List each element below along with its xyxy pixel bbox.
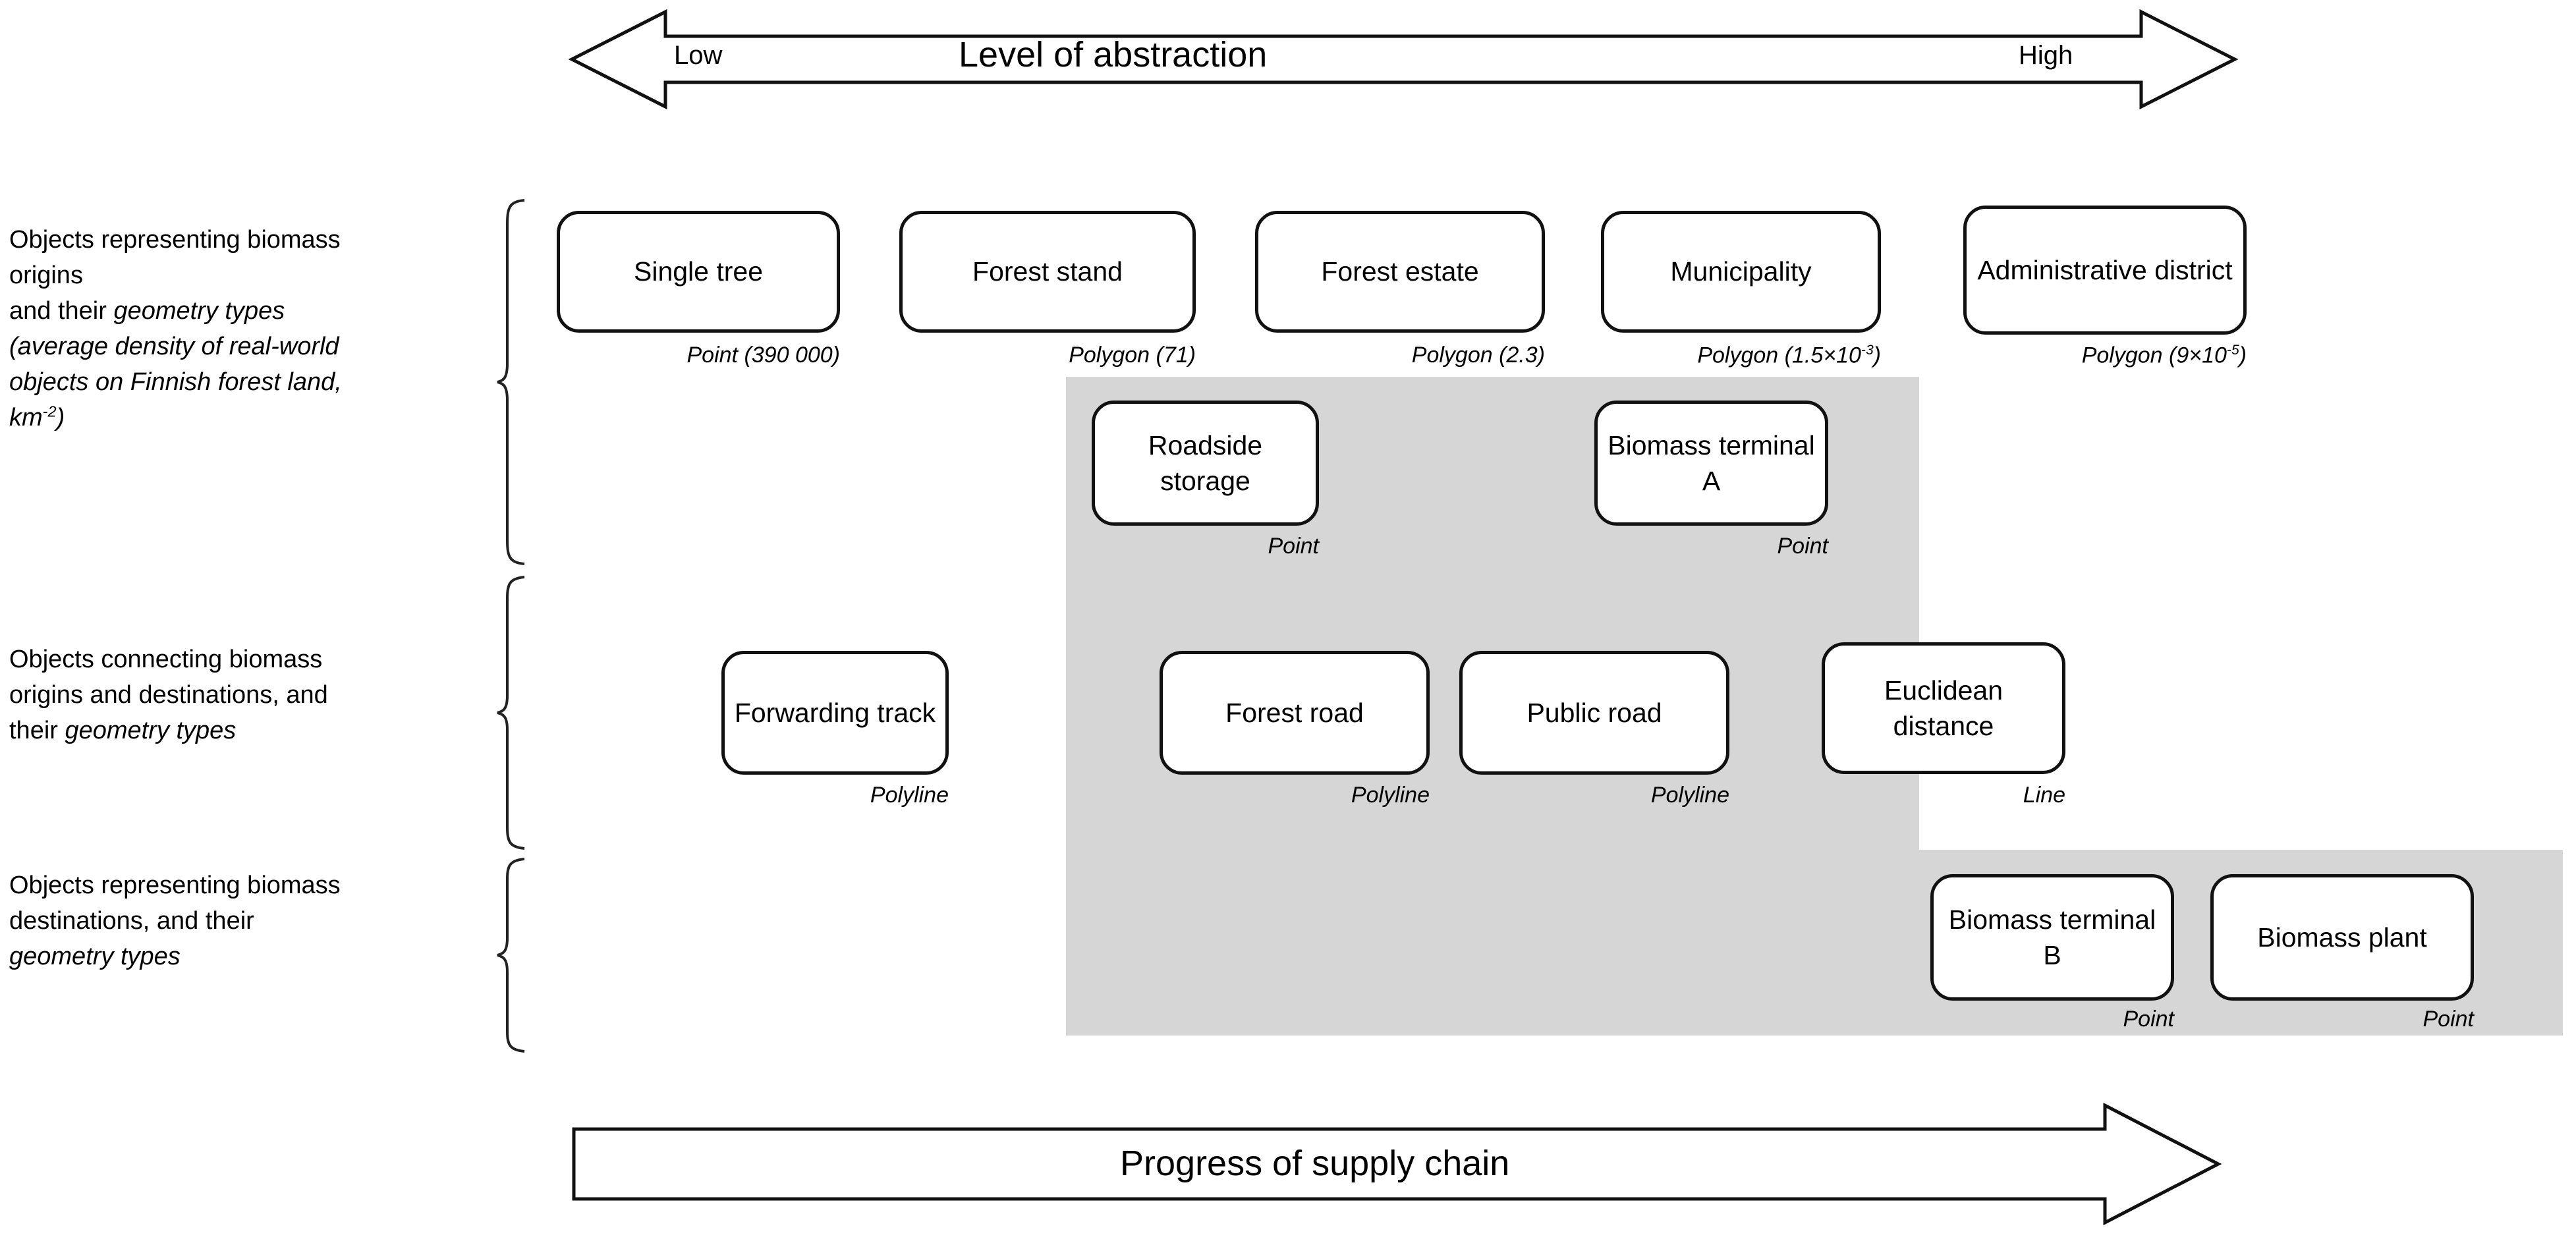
brace-origins (497, 199, 525, 565)
supply-chain-title: Progress of supply chain (1120, 1144, 1510, 1183)
geom-roadside-storage: Point (1268, 534, 1320, 559)
row-label-connectors: Objects connecting biomass origins and d… (9, 642, 484, 749)
row-label-destinations-line2: destinations, and their (9, 906, 254, 935)
abstraction-high-label: High (2019, 41, 2073, 70)
node-forest-stand[interactable]: Forest stand (899, 211, 1196, 333)
geom-biomass-plant: Point (2422, 1007, 2475, 1032)
node-municipality[interactable]: Municipality (1601, 211, 1881, 333)
geom-administrative-district: Polygon (9×10-5) (1947, 343, 2247, 368)
row-label-connectors-line1: Objects connecting biomass (9, 646, 323, 673)
node-biomass-terminal-a[interactable]: Biomass terminal A (1594, 401, 1828, 526)
row-label-destinations-line1: Objects representing biomass (9, 872, 341, 899)
geom-biomass-terminal-b: Point (2123, 1007, 2175, 1032)
geom-admin-tail: ) (2239, 343, 2247, 368)
node-roadside-storage[interactable]: Roadside storage (1092, 401, 1319, 526)
geom-admin-base: Polygon (9×10 (2081, 343, 2227, 368)
node-forest-estate[interactable]: Forest estate (1255, 211, 1545, 333)
row-label-origins-line2: origins (9, 261, 83, 289)
row-label-origins-line5: objects on Finnish forest land, (9, 368, 342, 396)
geom-public-road: Polyline (1650, 783, 1729, 808)
row-label-connectors-line3: their geometry types (9, 716, 237, 744)
geom-forest-stand: Polygon (71) (1069, 343, 1196, 368)
row-label-origins-line6: km-2) (9, 402, 65, 431)
row-label-origins-line3: and their geometry types (9, 296, 285, 325)
geom-forest-road: Polyline (1351, 783, 1430, 808)
node-biomass-plant[interactable]: Biomass plant (2210, 874, 2474, 1001)
brace-connectors (497, 576, 525, 850)
node-single-tree[interactable]: Single tree (557, 211, 840, 333)
row-label-destinations: Objects representing biomass destination… (9, 868, 484, 975)
abstraction-low-label: Low (674, 41, 723, 70)
row-label-origins: Objects representing biomass origins and… (9, 223, 484, 436)
geom-municipality-tail: ) (1873, 343, 1881, 368)
geom-municipality-exponent: -3 (1861, 343, 1874, 358)
geom-single-tree: Point (390 000) (686, 343, 841, 368)
node-euclidean-distance[interactable]: Euclidean distance (1822, 642, 2065, 774)
row-label-origins-line4: (average density of real-world (9, 332, 339, 360)
geom-admin-exponent: -5 (2226, 343, 2239, 358)
geom-municipality: Polygon (1.5×10-3) (1581, 343, 1881, 368)
row-label-destinations-italic: geometry types (9, 942, 181, 970)
geom-euclidean-distance: Line (2023, 783, 2065, 808)
node-public-road[interactable]: Public road (1459, 651, 1729, 775)
progress-of-supply-chain-arrow (572, 1102, 2222, 1226)
node-forest-road[interactable]: Forest road (1160, 651, 1430, 775)
row-label-connectors-line2: origins and destinations, and (9, 680, 328, 709)
brace-destinations (497, 858, 525, 1053)
row-label-connectors-italic: geometry types (65, 716, 237, 744)
geom-forwarding-track: Polyline (870, 783, 949, 808)
node-forwarding-track[interactable]: Forwarding track (721, 651, 949, 775)
geom-biomass-terminal-a: Point (1777, 534, 1829, 559)
row-label-origins-line1: Objects representing biomass (9, 226, 341, 254)
geom-municipality-base: Polygon (1.5×10 (1697, 343, 1861, 368)
level-of-abstraction-arrow (568, 9, 2239, 110)
node-biomass-terminal-b[interactable]: Biomass terminal B (1930, 874, 2174, 1001)
node-administrative-district[interactable]: Administrative district (1963, 206, 2247, 335)
abstraction-title: Level of abstraction (959, 35, 1268, 74)
geom-forest-estate: Polygon (2.3) (1411, 343, 1545, 368)
